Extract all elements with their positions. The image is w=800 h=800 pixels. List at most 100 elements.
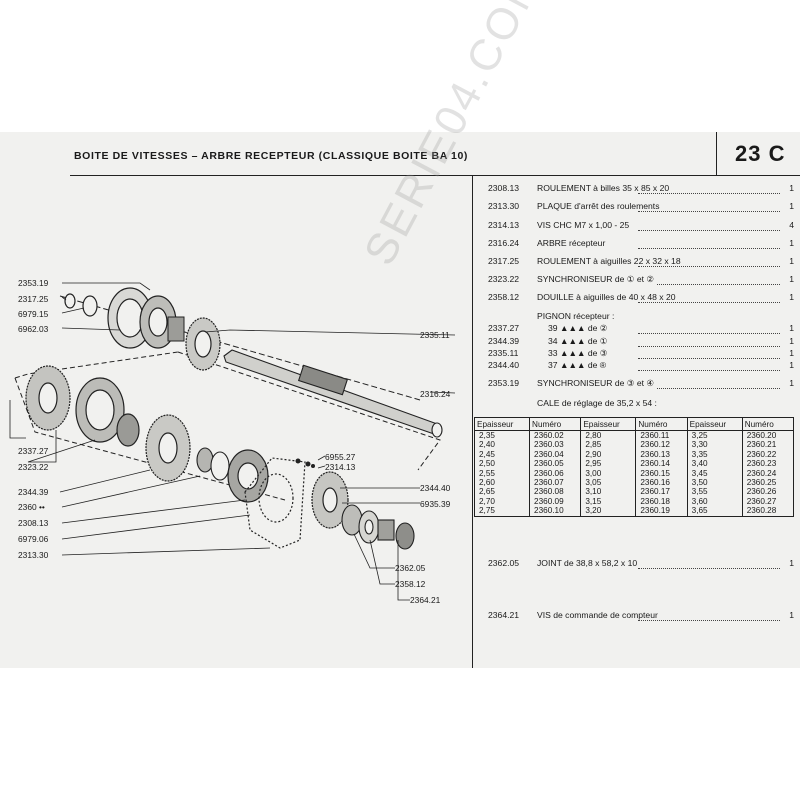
page-title: BOITE DE VITESSES – ARBRE RECEPTEUR (CLA…: [74, 150, 469, 162]
shim-thickness-cell: 3,35: [686, 449, 743, 460]
shim-number-cell: 2360.21: [741, 440, 795, 450]
shim-table-header: Epaisseur Numéro Epaisseur Numéro Epaiss…: [473, 417, 795, 431]
shim-thickness-cell: 3,40: [686, 459, 743, 469]
shim-number-cell: 2360.06: [529, 468, 582, 479]
dot-leader: [638, 562, 780, 569]
part-qty: 1: [784, 238, 794, 248]
part-desc: ROULEMENT à billes 35 x 85 x 20: [537, 183, 673, 193]
part-ref: 2337.27: [488, 323, 520, 333]
part-qty: 1: [784, 558, 794, 568]
part-desc: 37 ▲▲▲ de ®: [548, 360, 610, 370]
shim-number-cell: 2360.22: [741, 449, 795, 460]
shim-number-cell: 2360.14: [635, 459, 688, 469]
shim-number-cell: 2360.16: [635, 478, 688, 488]
callout-2344-40: 2344.40: [420, 483, 451, 493]
callout-2362-05: 2362.05: [395, 563, 426, 573]
part-ref: 2313.30: [488, 201, 520, 211]
output-shaft: [223, 349, 443, 438]
callout-6955-27: 6955.27: [325, 452, 356, 462]
part-ref: 2335.11: [488, 348, 519, 358]
part-desc: VIS CHC M7 x 1,00 - 25: [537, 220, 633, 230]
part-ref: 2344.40: [488, 360, 520, 370]
shim-thickness-cell: 3,25: [686, 430, 743, 441]
dot-leader: [638, 278, 780, 285]
col-header: Epaisseur: [473, 417, 531, 431]
part-qty: 1: [784, 336, 794, 346]
part-desc: ROULEMENT à aiguilles 22 x 32 x 18: [537, 256, 684, 266]
part-qty: 1: [784, 610, 794, 620]
page-number: 23 C: [735, 141, 786, 166]
shim-number-cell: 2360.03: [529, 440, 582, 450]
catalog-page: [0, 132, 800, 668]
col-header: Epaisseur: [686, 417, 743, 431]
callout-2314-13: 2314.13: [325, 462, 356, 472]
part-ref: 2353.19: [488, 378, 520, 388]
part-row: 2358.12 DOUILLE à aiguilles de 40 x 48 x…: [488, 292, 794, 306]
part-qty: 1: [784, 292, 794, 302]
part-ref: 2308.13: [488, 183, 520, 193]
part-row: 2317.25 ROULEMENT à aiguilles 22 x 32 x …: [488, 256, 794, 270]
callout-6935-39: 6935.39: [420, 499, 451, 509]
retaining-plate-2313-30: [244, 457, 306, 549]
part-desc: SYNCHRONISEUR de ③ et ④: [537, 378, 658, 389]
callout-2344-39: 2344.39: [18, 487, 49, 497]
part-qty: 1: [784, 256, 794, 266]
shim-thickness-cell: 2,95: [580, 459, 637, 469]
axis-frame-top: [14, 351, 179, 379]
callout-6979-06: 6979.06: [18, 534, 49, 544]
part-desc: 33 ▲▲▲ de ③: [548, 348, 611, 359]
pignon-heading: PIGNON récepteur :: [537, 311, 615, 321]
shim-thickness-cell: 3,30: [686, 440, 743, 450]
shim-thickness-cell: 3,55: [686, 487, 743, 497]
shim-number-cell: 2360.26: [741, 487, 795, 497]
callout-2313-30: 2313.30: [18, 550, 49, 560]
part-desc: ARBRE récepteur: [537, 238, 609, 248]
dot-leader: [638, 352, 780, 359]
callout-2335-11: 2335.11: [420, 330, 450, 340]
shim-thickness-cell: 3,00: [580, 468, 637, 479]
shim-number-cell: 2360.12: [635, 440, 688, 450]
pignon-row: 2335.11 33 ▲▲▲ de ③ 1: [488, 348, 794, 362]
part-row: 2353.19 SYNCHRONISEUR de ③ et ④ 1: [488, 378, 794, 392]
part-ref: 2344.39: [488, 336, 520, 346]
col-header: Numéro: [741, 417, 795, 431]
axis-frame-right: [177, 351, 441, 471]
callout-6962-03: 6962.03: [18, 324, 49, 334]
shim-number-cell: 2360.20: [741, 430, 795, 441]
dot-leader: [638, 340, 780, 347]
cale-heading: CALE de réglage de 35,2 x 54 :: [537, 398, 657, 408]
pignon-row: 2344.40 37 ▲▲▲ de ® 1: [488, 360, 794, 374]
gear-2337-27: [25, 365, 71, 431]
shim-thickness-cell: 3,20: [580, 506, 637, 517]
gear-2344-39: [145, 414, 191, 482]
part-ref: 2323.22: [488, 274, 520, 284]
callout-6979-15: 6979.15: [18, 309, 49, 319]
part-desc: 34 ▲▲▲ de ①: [548, 336, 611, 347]
synchroniser-3-4: [107, 287, 177, 349]
axis-frame-bottom: [14, 377, 286, 501]
callout-2358-12: 2358.12: [395, 579, 426, 589]
header-divider: [716, 132, 717, 175]
part-row: 2313.30 PLAQUE d'arrêt des roulements 1: [488, 201, 794, 215]
shim-thickness-cell: 3,65: [686, 506, 743, 517]
part-qty: 1: [784, 323, 794, 333]
part-row: 2323.22 SYNCHRONISEUR de ① et ② 1: [488, 274, 794, 288]
synchroniser-1-2: [75, 377, 140, 447]
shim-thickness-cell: 2,85: [580, 440, 637, 450]
part-qty: 4: [784, 220, 794, 230]
part-ref: 2316.24: [488, 238, 520, 248]
part-desc: VIS de commande de compteur: [537, 610, 661, 620]
callout-2364-21: 2364.21: [410, 595, 441, 605]
shim-thickness-cell: 2,90: [580, 449, 637, 460]
part-ref: 2364.21: [488, 610, 520, 620]
callout-2316-24: 2316.24: [420, 389, 451, 399]
part-row: 2362.05 JOINT de 38,8 x 58,2 x 10 1: [488, 558, 794, 572]
callout-2323-22: 2323.22: [18, 462, 49, 472]
